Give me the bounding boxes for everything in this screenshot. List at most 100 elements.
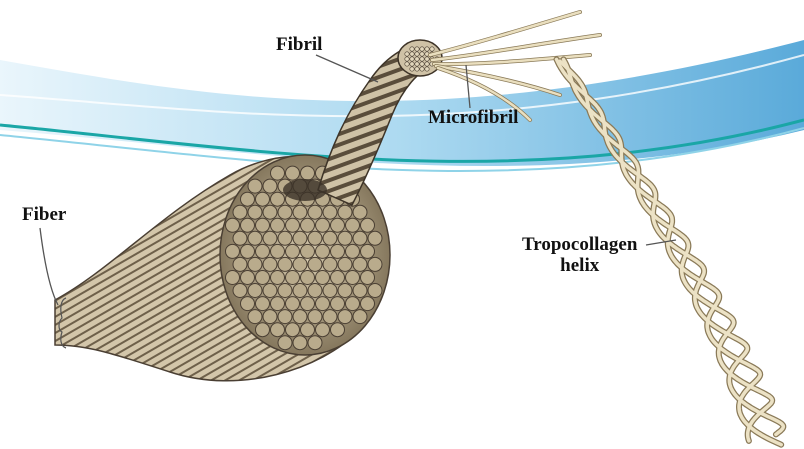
fibril-cross-section bbox=[271, 271, 285, 285]
fibril-cross-section bbox=[286, 323, 300, 337]
fibril-cross-section bbox=[346, 244, 360, 258]
microfibril-cross-section bbox=[415, 52, 419, 56]
fibril-cross-section bbox=[263, 231, 277, 245]
fibril-cross-section bbox=[256, 218, 270, 232]
fibril-cross-section bbox=[263, 257, 277, 271]
fibril-cross-section bbox=[301, 297, 315, 311]
fibril-cross-section bbox=[293, 336, 307, 350]
fibril-cross-section bbox=[278, 205, 292, 219]
fibril-cross-section bbox=[361, 218, 375, 232]
microfibril-cross-section bbox=[405, 57, 409, 61]
fibril-cross-section bbox=[346, 271, 360, 285]
fibril-cross-section bbox=[271, 297, 285, 311]
fibril-cross-section bbox=[278, 310, 292, 324]
fibril-cross-section bbox=[241, 271, 255, 285]
microfibril-cross-section bbox=[430, 47, 434, 51]
fibril-cross-section bbox=[248, 179, 262, 193]
fibril-cross-section bbox=[323, 205, 337, 219]
microfibril-cross-section bbox=[420, 47, 424, 51]
fibril-cross-section bbox=[286, 244, 300, 258]
fibril-cross-section bbox=[338, 231, 352, 245]
fibril-cross-section bbox=[293, 284, 307, 298]
microfibril-cross-section bbox=[410, 47, 414, 51]
fibril-cross-section bbox=[301, 323, 315, 337]
fibril-cross-section bbox=[331, 244, 345, 258]
fibril-cross-section bbox=[233, 257, 247, 271]
microfibril-cross-section bbox=[420, 57, 424, 61]
fibril-cross-section bbox=[293, 257, 307, 271]
fibril-cross-section bbox=[256, 271, 270, 285]
fibril-cross-section bbox=[368, 231, 382, 245]
microfibril-cross-section bbox=[415, 62, 419, 66]
microfibril-cross-section bbox=[420, 52, 424, 56]
fibril-cross-section bbox=[368, 284, 382, 298]
fibril-cross-section bbox=[323, 257, 337, 271]
fibril-cross-section bbox=[338, 257, 352, 271]
microfibril-cross-section bbox=[410, 62, 414, 66]
fibril-cross-section bbox=[338, 284, 352, 298]
fibril-cross-section bbox=[248, 310, 262, 324]
fibril-cross-section bbox=[331, 218, 345, 232]
fibril-cross-section bbox=[316, 244, 330, 258]
fibril-cross-section bbox=[353, 310, 367, 324]
fibril-cross-section bbox=[241, 218, 255, 232]
fibril-cross-section bbox=[316, 323, 330, 337]
microfibril-cross-section bbox=[425, 47, 429, 51]
fibril-cross-section bbox=[353, 205, 367, 219]
fibril-cross-section bbox=[241, 244, 255, 258]
fibril-cross-section bbox=[256, 192, 270, 206]
microfibril-cross-section bbox=[415, 47, 419, 51]
fibril-cross-section bbox=[361, 244, 375, 258]
fibril-cross-section bbox=[278, 257, 292, 271]
microfibril-cross-section bbox=[425, 67, 429, 71]
fibril-cross-section bbox=[271, 192, 285, 206]
fibril-cross-section bbox=[361, 271, 375, 285]
microfibril-cross-section bbox=[420, 67, 424, 71]
fibril-cross-section bbox=[308, 284, 322, 298]
microfibril-cross-section bbox=[405, 62, 409, 66]
fibril-cross-section bbox=[286, 271, 300, 285]
microfibril-cross-section bbox=[415, 67, 419, 71]
fibril-cross-section bbox=[286, 166, 300, 180]
fibril-cross-section bbox=[286, 218, 300, 232]
fibril-cross-section bbox=[256, 323, 270, 337]
fibril-cross-section bbox=[263, 284, 277, 298]
fibril-cross-section bbox=[316, 271, 330, 285]
fibril-cross-section bbox=[263, 205, 277, 219]
fibril-cross-section bbox=[346, 218, 360, 232]
microfibril-cross-section bbox=[410, 67, 414, 71]
label-tropocollagen-line2: helix bbox=[522, 256, 637, 277]
fibril-cross-section bbox=[316, 297, 330, 311]
fibril-cross-section bbox=[226, 218, 240, 232]
label-tropocollagen-line1: Tropocollagen bbox=[522, 234, 637, 255]
label-microfibril: Microfibril bbox=[428, 108, 518, 129]
fibril-cross-section bbox=[278, 336, 292, 350]
fibril-cross-section bbox=[226, 244, 240, 258]
fibril-cross-section bbox=[271, 166, 285, 180]
fibril-cross-section bbox=[353, 257, 367, 271]
microfibril-cross-section bbox=[410, 52, 414, 56]
fibril-cross-section bbox=[278, 231, 292, 245]
fibril-cross-section bbox=[301, 244, 315, 258]
fibril-cross-section bbox=[293, 231, 307, 245]
fibril-cross-section bbox=[233, 231, 247, 245]
fibril-cross-section bbox=[293, 310, 307, 324]
microfibril-cross-section bbox=[425, 57, 429, 61]
fibril-cross-section bbox=[271, 323, 285, 337]
label-fibril: Fibril bbox=[276, 35, 322, 56]
fibril-cross-section bbox=[233, 205, 247, 219]
fibril-cross-section bbox=[308, 336, 322, 350]
fibril-cross-section bbox=[323, 231, 337, 245]
fibril-cross-section bbox=[323, 284, 337, 298]
microfibril-cross-section bbox=[425, 62, 429, 66]
fibril-cross-section bbox=[301, 218, 315, 232]
fibril-cross-section bbox=[263, 179, 277, 193]
fibril-cross-section bbox=[278, 284, 292, 298]
fibril-cross-section bbox=[331, 323, 345, 337]
microfibril-cross-section bbox=[405, 52, 409, 56]
fibril-cross-section bbox=[248, 205, 262, 219]
fibril-cross-section bbox=[286, 297, 300, 311]
fibril-cross-section bbox=[256, 244, 270, 258]
fibril-cross-section bbox=[263, 310, 277, 324]
fibril-cross-section bbox=[331, 271, 345, 285]
